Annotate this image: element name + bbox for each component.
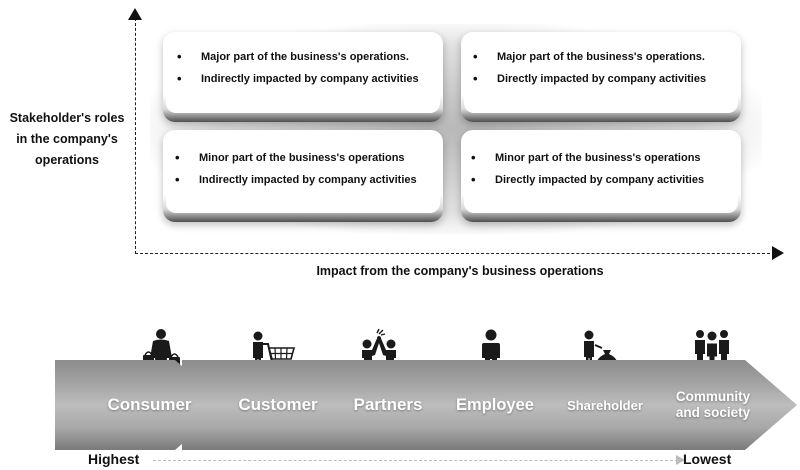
y-axis-label-line-1: Stakeholder's roles bbox=[9, 111, 125, 125]
quadrant-bottom-right: Minor part of the business's operations … bbox=[461, 130, 741, 222]
quadrant-item: Directly impacted by company activities bbox=[471, 169, 704, 191]
x-axis-label: Impact from the company's business opera… bbox=[316, 264, 604, 278]
x-axis-line bbox=[135, 253, 775, 254]
scale-start-label: Highest bbox=[88, 451, 140, 467]
quadrant-item: Indirectly impacted by company activitie… bbox=[177, 68, 419, 90]
quadrant-item: Major part of the business's operations. bbox=[473, 46, 706, 68]
y-axis-label-line-2: in the company's bbox=[16, 132, 118, 146]
scale-end-label: Lowest bbox=[683, 451, 732, 467]
y-axis-label-line-3: operations bbox=[35, 153, 99, 167]
quadrant-item: Minor part of the business's operations bbox=[175, 147, 417, 169]
quadrant-top-left: Major part of the business's operations.… bbox=[163, 32, 443, 122]
quadrant-bottom-left: Minor part of the business's operations … bbox=[163, 130, 443, 222]
scale-arrowhead bbox=[676, 455, 685, 465]
x-axis-arrowhead bbox=[772, 246, 784, 260]
quadrant-item: Minor part of the business's operations bbox=[471, 147, 704, 169]
quadrant-item: Major part of the business's operations. bbox=[177, 46, 419, 68]
stakeholder-label: Employee bbox=[456, 395, 534, 414]
y-axis-arrowhead bbox=[128, 8, 142, 20]
y-axis-line bbox=[135, 18, 136, 254]
scale-dashed-line bbox=[153, 460, 678, 461]
y-axis-label: Stakeholder's roles in the company's ope… bbox=[2, 108, 132, 171]
stakeholder-label: Community and society bbox=[675, 389, 751, 420]
quadrant-item: Indirectly impacted by company activitie… bbox=[175, 169, 417, 191]
quadrant-item: Directly impacted by company activities bbox=[473, 68, 706, 90]
stakeholder-label: Shareholder bbox=[567, 397, 643, 413]
quadrant-top-right: Major part of the business's operations.… bbox=[461, 32, 741, 122]
stakeholder-label: Partners bbox=[353, 395, 423, 414]
stakeholder-label: Consumer bbox=[107, 395, 192, 414]
stakeholder-label: Customer bbox=[238, 395, 318, 414]
